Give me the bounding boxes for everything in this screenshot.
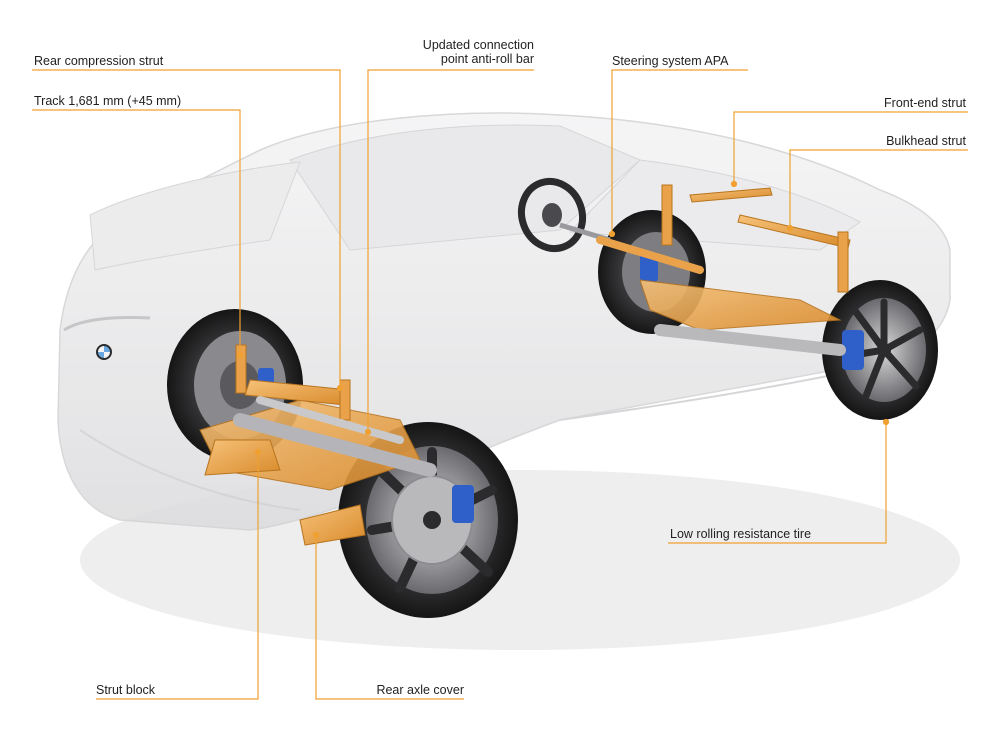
- front-crossmember: [596, 236, 846, 356]
- rear-crossmember: [233, 396, 437, 477]
- label-bulkhead-strut: Bulkhead strut: [886, 134, 966, 148]
- label-updated-connection-line2: point anti-roll bar: [440, 52, 534, 66]
- label-updated-connection-line1: Updated connection: [422, 38, 534, 52]
- label-rear-compression-strut: Rear compression strut: [34, 54, 164, 68]
- front-subframe: [639, 184, 851, 331]
- label-rear-axle-cover: Rear axle cover: [376, 683, 464, 697]
- label-track: Track 1,681 mm (+45 mm): [34, 94, 182, 108]
- leader-lines: [32, 69, 968, 700]
- label-strut-block: Strut block: [96, 683, 156, 697]
- label-updated-connection: Updated connection point anti-roll bar: [372, 38, 534, 66]
- label-front-end-strut: Front-end strut: [884, 96, 966, 110]
- bmw-roundel-icon: [96, 344, 112, 360]
- front-right-wheel: [822, 280, 938, 420]
- label-low-rolling-tire: Low rolling resistance tire: [670, 527, 812, 541]
- label-steering-system: Steering system APA: [612, 54, 729, 68]
